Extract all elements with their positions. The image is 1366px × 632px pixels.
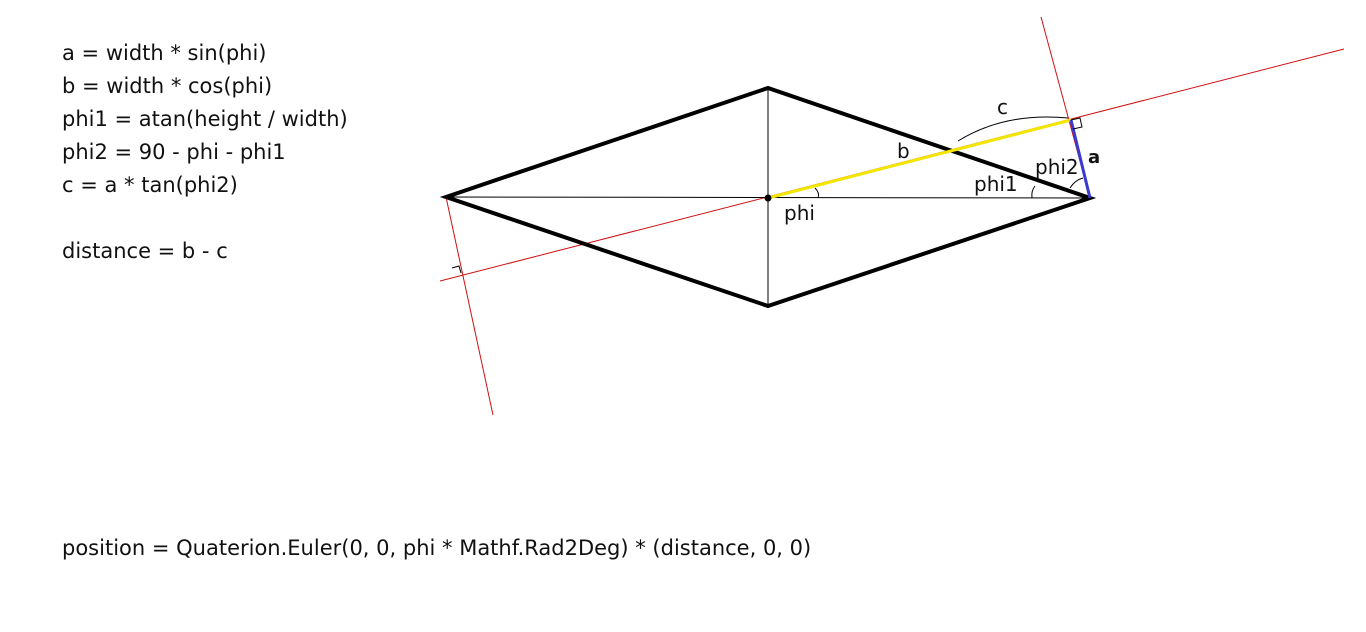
label-b: b xyxy=(897,139,910,163)
b-segment xyxy=(767,118,1072,200)
right-angle-marker-bottom xyxy=(451,265,462,274)
label-phi1: phi1 xyxy=(974,172,1018,196)
label-phi: phi xyxy=(784,201,815,225)
formula-position: position = Quaterion.Euler(0, 0, phi * M… xyxy=(62,536,812,560)
c-arc xyxy=(957,116,1069,142)
a-segment xyxy=(1069,119,1092,199)
formula-a: a = width * sin(phi) xyxy=(62,41,267,65)
formula-phi1: phi1 = atan(height / width) xyxy=(62,107,348,131)
left-perpendicular-line xyxy=(445,196,494,416)
phi2-angle-arc xyxy=(1069,177,1084,189)
formula-distance: distance = b - c xyxy=(62,239,228,263)
center-point xyxy=(764,194,772,202)
right-angle-marker-top xyxy=(1070,117,1083,130)
formula-b: b = width * cos(phi) xyxy=(62,74,273,98)
label-c: c xyxy=(997,95,1008,119)
phi-angle-arc xyxy=(814,187,820,199)
formula-c: c = a * tan(phi2) xyxy=(62,173,238,197)
formula-phi2: phi2 = 90 - phi - phi1 xyxy=(62,140,286,164)
label-phi2: phi2 xyxy=(1035,155,1079,179)
label-a: a xyxy=(1088,147,1100,168)
phi1-angle-arc xyxy=(1031,185,1036,199)
